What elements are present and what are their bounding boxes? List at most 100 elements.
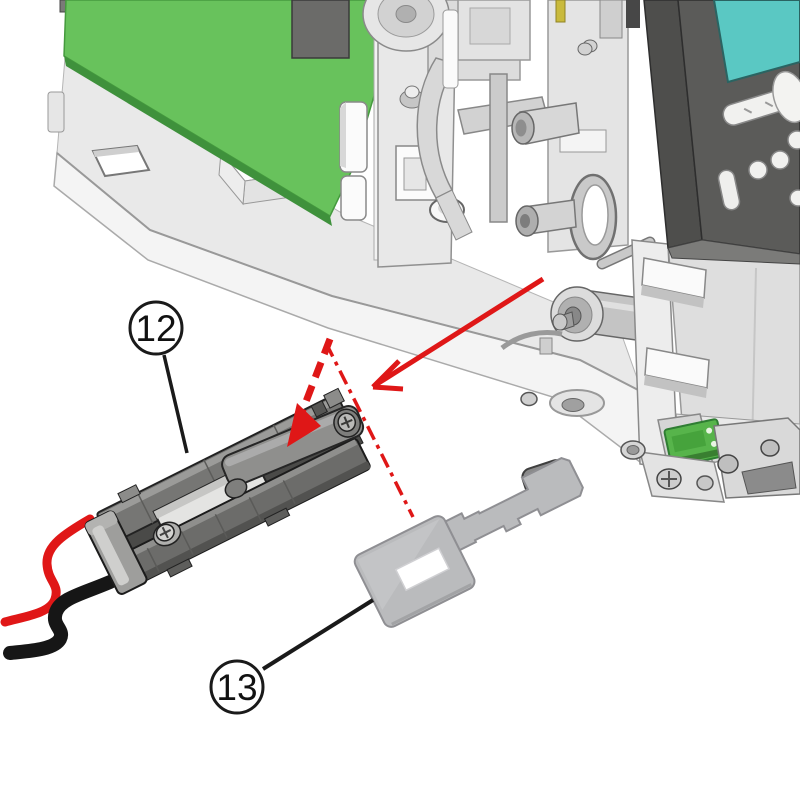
top-left-tab — [117, 484, 141, 504]
round-button-1 — [748, 160, 768, 180]
deck-front-rim-line — [56, 152, 643, 393]
deck-slot-hole-inner-face — [93, 146, 139, 157]
motor-wire — [500, 330, 563, 351]
part-12-connector-assembly — [84, 387, 371, 595]
harness-wires — [0, 514, 117, 660]
curved-arm-strap — [435, 189, 473, 241]
pcb-edge-strip — [64, 56, 332, 226]
bracket-screw-small — [696, 475, 714, 491]
grommet-inner — [581, 184, 609, 246]
oval-button — [772, 70, 800, 124]
red-wire — [0, 514, 95, 627]
lower-bar-rib-4 — [248, 497, 262, 521]
lower-bar-rib-5 — [282, 480, 296, 505]
bottom-tab-2 — [263, 507, 291, 527]
deck-countersunk-bore — [561, 398, 585, 412]
callout-13-leader — [261, 598, 375, 671]
top-white-bar — [442, 9, 459, 89]
black-wire — [3, 575, 117, 660]
mid-plate-slot — [559, 129, 607, 153]
inner-bar-highlight — [225, 408, 354, 467]
key-bar-mark-2 — [764, 101, 774, 108]
lower-cylinder — [515, 199, 577, 237]
left-end-cap-highlight — [92, 525, 129, 586]
top-dark-slot — [626, 0, 640, 28]
pulley-disc-hub — [395, 5, 417, 23]
dsub-screw-2 — [760, 439, 780, 457]
upper-cylinder-bore — [515, 119, 527, 137]
panel-oval-button — [772, 70, 800, 124]
callout-12-label: 12 — [135, 308, 176, 349]
deck-screw-small — [520, 391, 538, 407]
press-in-arrow-head — [287, 403, 321, 447]
interface-board — [663, 418, 726, 468]
callout-13: 13 — [209, 598, 375, 715]
motor-shaft-tip — [552, 313, 568, 331]
callout-13-label: 13 — [216, 667, 257, 708]
display-screen — [712, 0, 800, 84]
dsub-connector — [713, 417, 800, 499]
insertion-direction-arrow-shaft — [375, 276, 545, 387]
lower-bar-rib-1 — [146, 547, 160, 572]
pcb-connector-white-2 — [340, 175, 367, 221]
top-structures — [442, 0, 640, 89]
plate-bottom-shade — [391, 583, 473, 626]
pill-button — [717, 169, 741, 211]
lower-bar-bottom-strip — [124, 461, 371, 589]
inner-bar-body — [221, 405, 365, 487]
top-box-inset — [469, 7, 511, 45]
callout-12-circle — [128, 300, 184, 356]
pcb-dark-post — [291, 0, 350, 59]
column-slot-1-lip — [641, 285, 704, 308]
column-slot-2-lip — [644, 375, 707, 398]
yellow-cable-strip — [555, 0, 566, 23]
key-bar-mark-1 — [743, 107, 753, 114]
upper-bar-seam-1 — [136, 492, 154, 524]
pcb-connector-white-1-side — [340, 102, 346, 168]
lower-cylinder-bore — [520, 214, 530, 228]
standoff-screw-head — [404, 85, 420, 99]
pivot-bump — [224, 478, 248, 499]
insertion-direction-arrow-head — [371, 359, 404, 392]
dsub-inset — [741, 461, 797, 495]
upper-bar-end-tab — [323, 387, 345, 409]
panel-pill-button — [717, 169, 741, 211]
round-button-2 — [770, 150, 790, 170]
lower-bar-rib-3 — [214, 514, 228, 538]
chassis-interior — [362, 0, 656, 355]
flange-screw-head — [626, 445, 640, 455]
upper-cylinder — [511, 102, 580, 145]
round-button-3 — [787, 130, 800, 150]
interface-board-inset — [671, 429, 707, 453]
vertical-post — [489, 73, 508, 223]
interface-board-pin-1 — [706, 427, 713, 434]
red-annotations — [287, 276, 545, 518]
round-button-4 — [789, 189, 800, 207]
callout-12-leader — [162, 354, 189, 454]
alignment-centerline — [324, 342, 415, 518]
panel-bottom-strip — [667, 239, 800, 265]
top-screw — [577, 42, 593, 56]
part-13-mounting-plate — [353, 456, 584, 628]
inner-slide-bar — [221, 405, 365, 487]
housing-screw-cross-v — [161, 526, 169, 539]
callout-12: 12 — [128, 300, 189, 454]
top-bracket — [599, 0, 623, 39]
upper-bar-highlight — [99, 396, 339, 521]
right-side-housing — [520, 239, 800, 503]
main-circuit-board — [63, 0, 379, 226]
motor-assembly — [500, 236, 656, 355]
deck-left-tab — [47, 91, 65, 133]
lower-bar-rib-2 — [180, 530, 194, 555]
deck-small-post — [539, 337, 553, 355]
inner-bar-screw-cross-v — [343, 416, 350, 429]
standoff-left-face — [218, 150, 246, 206]
upper-bar-notch — [310, 400, 328, 418]
callout-13-circle — [209, 659, 265, 715]
press-in-arrow-shaft — [298, 337, 334, 414]
dsub-screw-1 — [717, 454, 739, 474]
operator-panel — [643, 0, 800, 265]
plate-hole — [394, 547, 451, 592]
